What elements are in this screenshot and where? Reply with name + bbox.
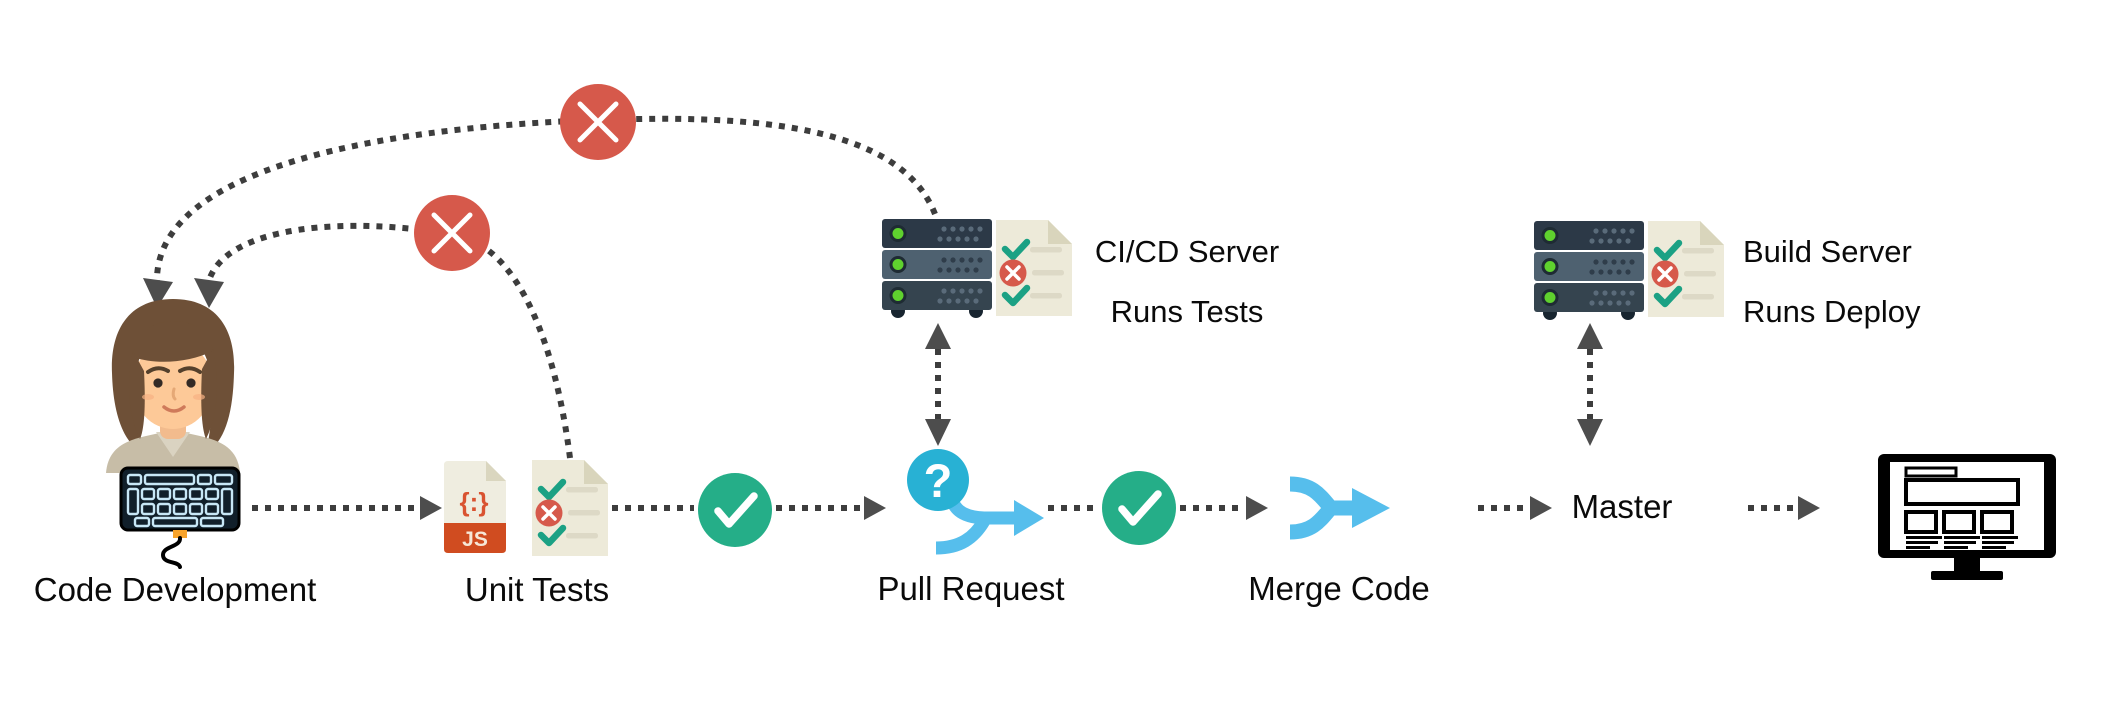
cicd-server-rack-icon	[880, 217, 994, 320]
arrowhead-into-unittests	[420, 496, 442, 520]
arrowhead-into-master	[1530, 496, 1552, 520]
arrowhead-down-to-pullrequest	[925, 419, 951, 446]
build-server-rack-icon	[1532, 219, 1646, 322]
arrowhead-into-monitor	[1798, 496, 1820, 520]
unit-tests-pass-check-icon	[698, 473, 772, 547]
connector-unittest-fail-curve	[205, 222, 573, 459]
question-mark-glyph: ?	[924, 454, 953, 507]
merge-branch-icon	[1289, 476, 1390, 540]
pull-request-branch-icon: ?	[907, 449, 1044, 555]
review-approved-check-icon	[1102, 471, 1176, 545]
label-cicd-server-line2: Runs Tests	[1110, 294, 1264, 329]
developer-avatar-icon	[106, 299, 240, 473]
keyboard-icon	[119, 466, 241, 569]
label-build-server-line2: Runs Deploy	[1743, 294, 1921, 329]
js-file-icon: {:} JS	[444, 461, 506, 553]
label-master-branch: Master	[1571, 488, 1673, 525]
label-pull-request: Pull Request	[877, 570, 1065, 607]
arrowhead-fail-unittest-into-dev	[194, 278, 224, 308]
question-icon	[907, 449, 969, 511]
connector-cicd-fail-curve	[153, 115, 938, 285]
cicd-fail-x-icon	[560, 84, 636, 160]
monitor-icon	[1878, 454, 2056, 580]
label-unit-tests: Unit Tests	[464, 571, 610, 608]
build-report-document-icon	[1648, 221, 1724, 317]
label-build-server-line1: Build Server	[1743, 234, 1912, 269]
label-merge-code: Merge Code	[1248, 570, 1430, 607]
arrowhead-up-to-buildserver	[1577, 323, 1603, 349]
arrowhead-into-pullrequest	[864, 496, 886, 520]
arrowheads	[143, 278, 1820, 520]
label-cicd-server: CI/CD Server Runs Tests	[1062, 234, 1312, 329]
js-braces-glyph: {:}	[460, 487, 489, 517]
arrowhead-fail-cicd-into-dev	[143, 278, 173, 308]
arrowhead-up-to-cicd	[925, 323, 951, 349]
js-ext-label: JS	[462, 528, 488, 551]
unit-test-fail-x-icon	[414, 195, 490, 271]
label-build-server: Build Server Runs Deploy	[1743, 234, 2043, 329]
label-cicd-server-line1: CI/CD Server	[1094, 234, 1280, 269]
arrowhead-down-to-master	[1577, 419, 1603, 446]
cicd-test-report-document-icon	[996, 220, 1072, 316]
unit-tests-checklist-document-icon	[532, 460, 608, 556]
label-code-development: Code Development	[33, 571, 317, 608]
arrowhead-into-merge	[1246, 496, 1268, 520]
